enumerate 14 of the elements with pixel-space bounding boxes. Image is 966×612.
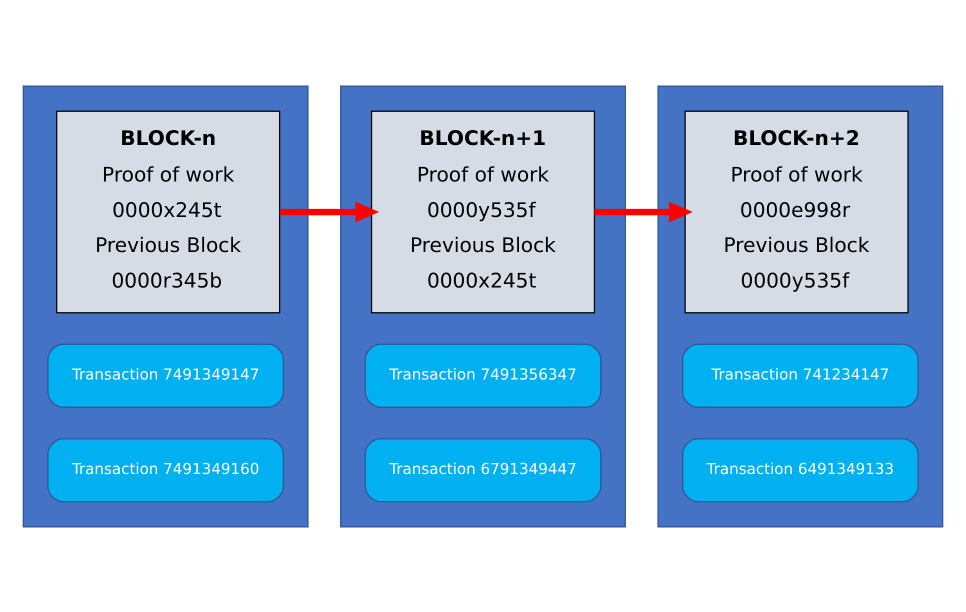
cluster — [22, 84, 309, 528]
node-box: Transaction 7491356347 — [364, 343, 602, 408]
node-box: Transaction 741234147 — [682, 343, 919, 408]
node-box: BLOCK-n+1 Proof of work 0000y535f Previous Block 0000x245t — [370, 110, 596, 313]
node-box: BLOCK-n Proof of work 0000x245t Previous Block 0000r345b — [56, 110, 280, 313]
node-box: Transaction 7491349147 — [47, 343, 284, 408]
node-box: Transaction 6791349447 — [364, 438, 602, 502]
node-box: BLOCK-n+2 Proof of work 0000e998r Previous Block 0000y535f — [684, 110, 909, 313]
node-box: Transaction 6491349133 — [682, 438, 919, 502]
cluster — [657, 84, 944, 528]
cluster — [340, 84, 626, 528]
node-box: Transaction 7491349160 — [47, 438, 284, 502]
arrow — [280, 201, 380, 222]
arrow — [594, 201, 693, 222]
